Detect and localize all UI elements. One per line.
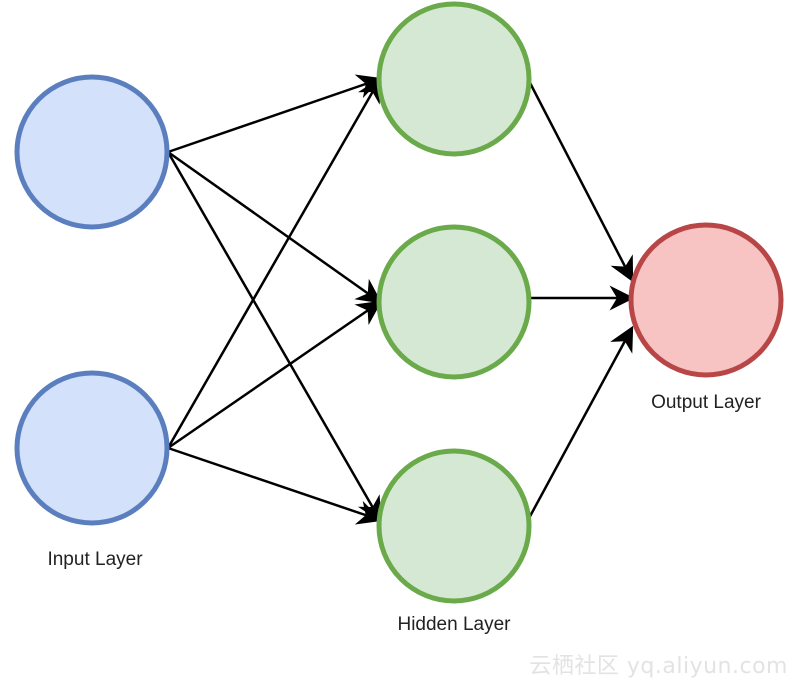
- edge-input1-hidden1: [167, 74, 383, 154]
- edge-input1-hidden2: [167, 150, 383, 304]
- input-node-2: [14, 370, 170, 526]
- hidden-node-2: [376, 224, 532, 380]
- hidden-node-3: [376, 448, 532, 604]
- input-layer-label: Input Layer: [47, 549, 143, 570]
- output-layer-label: Output Layer: [651, 392, 761, 413]
- edge-input2-hidden1: [166, 76, 382, 449]
- edge-hidden3-output: [526, 325, 634, 521]
- output-node: [628, 222, 784, 378]
- hidden-node-1: [376, 1, 532, 157]
- edge-hidden1-output: [526, 78, 634, 283]
- hidden-layer-label: Hidden Layer: [397, 614, 511, 635]
- watermark-text: 云栖社区 yq.aliyun.com: [529, 654, 788, 679]
- input-node-1: [14, 74, 170, 230]
- nodes: [14, 1, 784, 604]
- edge-input2-hidden2: [167, 300, 383, 450]
- edge-input1-hidden3: [166, 151, 382, 523]
- edges: [166, 74, 635, 525]
- edge-input2-hidden3: [167, 446, 383, 525]
